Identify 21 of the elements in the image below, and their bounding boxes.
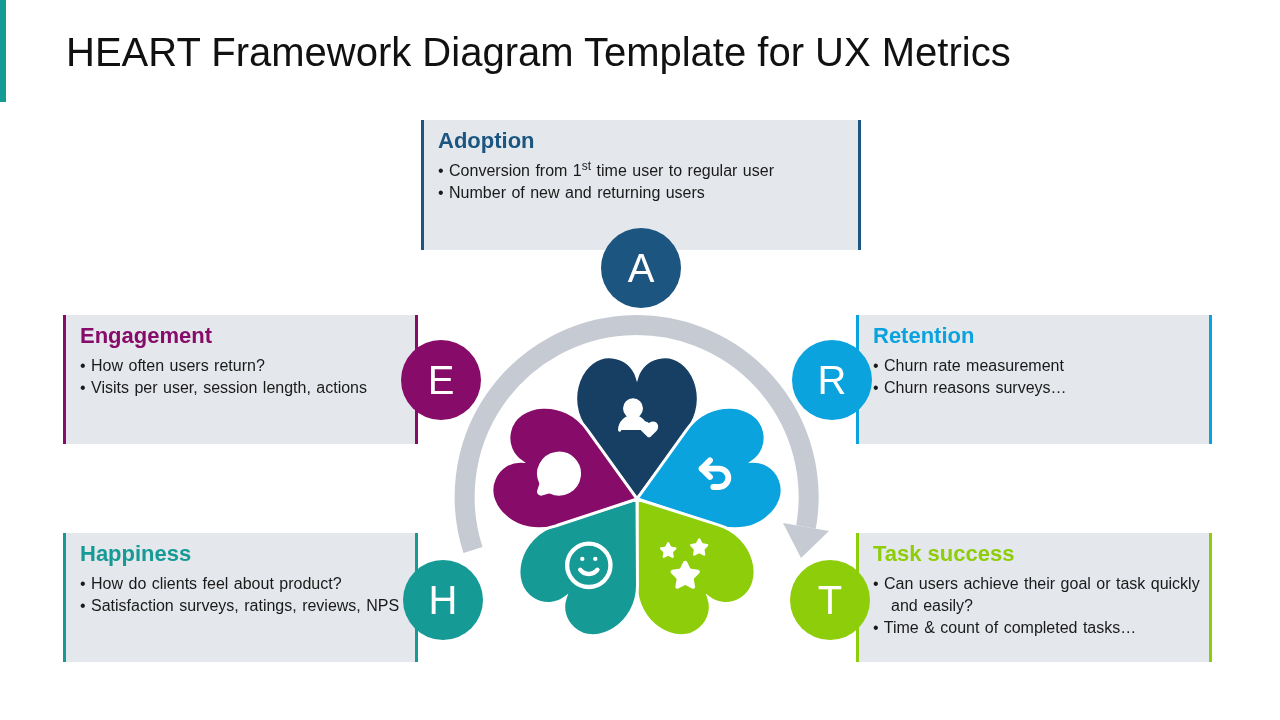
metric-card — [856, 315, 1212, 444]
card-heading: Engagement — [80, 322, 214, 350]
bullet-text: • Churn rate measurement — [873, 356, 1065, 376]
bullet-text: • Satisfaction surveys, ratings, reviews, NPS — [80, 596, 401, 616]
card-heading: Happiness — [80, 540, 193, 568]
bullet-text: • Conversion from 1$^{st}$ time user to regular user — [438, 160, 775, 181]
bullet-text: • How do clients feel about product? — [80, 574, 343, 594]
card-heading: Adoption — [438, 127, 536, 155]
card-heading: Task success — [873, 540, 1016, 568]
metric-card — [63, 315, 418, 444]
title: HEART Framework Diagram Template for UX Metrics — [66, 29, 1011, 76]
bullet-text: • Number of new and returning users — [438, 183, 706, 203]
bullet-text: • Time & count of completed tasks… — [873, 618, 1138, 638]
metric-card — [63, 533, 418, 662]
metric-card — [421, 120, 861, 250]
bullet-text: • Can users achieve their goal or task quickly and easily? — [873, 574, 1201, 616]
card-heading: Retention — [873, 322, 976, 350]
bullet-text: • How often users return? — [80, 356, 266, 376]
metric-card — [856, 533, 1212, 662]
bullet-text: • Churn reasons surveys… — [873, 378, 1068, 398]
bullet-text: • Visits per user, session length, actions — [80, 378, 368, 398]
